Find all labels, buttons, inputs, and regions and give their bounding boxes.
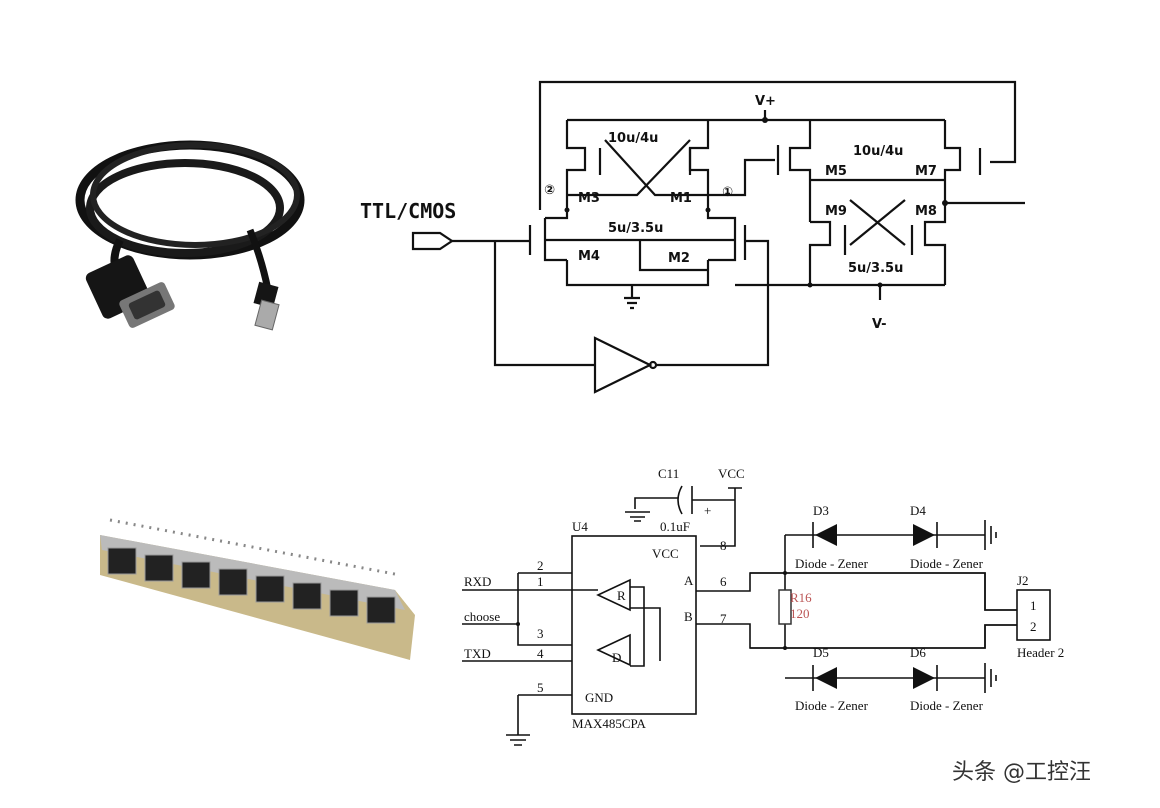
- rj45-port: [181, 561, 211, 589]
- label-m3: M3: [578, 191, 600, 206]
- rs485-schematic: C11 VCC 0.1uF + U4 VCC GND MAX485CPA A B…: [462, 466, 1064, 746]
- rj45-port: [218, 568, 248, 596]
- pin-1: 1: [537, 574, 544, 589]
- label-m8: M8: [915, 204, 937, 219]
- diode-d4: D4: [910, 503, 926, 518]
- diode-type-d4: Diode - Zener: [910, 556, 984, 571]
- diode-d5: D5: [813, 645, 829, 660]
- rj45-port: [144, 554, 174, 582]
- rj45-jack-strip-photo: [100, 518, 415, 660]
- pin-8: 8: [720, 538, 727, 553]
- rj45-port: [329, 589, 359, 617]
- size-upper-left: 10u/4u: [608, 131, 658, 146]
- ic-vcc: VCC: [652, 546, 679, 561]
- pin-6: 6: [720, 574, 727, 589]
- connector-pin-2: 2: [1030, 619, 1037, 634]
- node-1-label: ①: [722, 185, 733, 200]
- label-m4: M4: [578, 249, 600, 264]
- ic-gnd: GND: [585, 690, 613, 705]
- cap-ref: C11: [658, 466, 679, 481]
- pin-2: 2: [537, 558, 544, 573]
- vplus-label: V+: [755, 94, 776, 109]
- vcc-label: VCC: [718, 466, 745, 481]
- ic-part: MAX485CPA: [572, 716, 647, 731]
- size-lower-right: 5u/3.5u: [848, 261, 903, 276]
- resistor-value: 120: [790, 606, 810, 621]
- diode-type-d5: Diode - Zener: [795, 698, 869, 713]
- label-m2: M2: [668, 251, 690, 266]
- label-m9: M9: [825, 204, 847, 219]
- node-2-label: ②: [544, 183, 555, 198]
- connector-ref: J2: [1017, 573, 1029, 588]
- usb-serial-cable-photo: [75, 140, 305, 331]
- vminus-label: V-: [872, 317, 887, 332]
- pin-3: 3: [537, 626, 544, 641]
- label-m1: M1: [670, 191, 692, 206]
- input-label: TTL/CMOS: [360, 199, 456, 223]
- rj45-port: [107, 547, 137, 575]
- signal-choose: choose: [464, 609, 500, 624]
- connector-type: Header 2: [1017, 645, 1064, 660]
- receiver-label: R: [617, 588, 626, 603]
- diode-type-d6: Diode - Zener: [910, 698, 984, 713]
- ic-ref: U4: [572, 519, 588, 534]
- label-m7: M7: [915, 164, 937, 179]
- signal-txd: TXD: [464, 646, 491, 661]
- signal-rxd: RXD: [464, 574, 491, 589]
- rj45-port: [366, 596, 396, 624]
- size-lower-left: 5u/3.5u: [608, 221, 663, 236]
- resistor-ref: R16: [790, 590, 812, 605]
- diode-type-d3: Diode - Zener: [795, 556, 869, 571]
- size-upper-right: 10u/4u: [853, 144, 903, 159]
- level-shifter-schematic: TTL/CMOS V+ V- ② ① 10u/4u 5u/3.5u 10u/4u…: [360, 80, 1025, 394]
- cap-value: 0.1uF: [660, 519, 690, 534]
- connector-pin-1: 1: [1030, 598, 1037, 613]
- cap-plus: +: [704, 503, 711, 518]
- rj45-port: [255, 575, 285, 603]
- pin-7: 7: [720, 611, 727, 626]
- driver-label: D: [612, 650, 621, 665]
- ic-a: A: [684, 573, 694, 588]
- max485-ic: [571, 535, 697, 715]
- pin-5: 5: [537, 680, 544, 695]
- watermark: 头条 @工控汪: [952, 760, 1091, 785]
- label-m5: M5: [825, 164, 847, 179]
- diode-d3: D3: [813, 503, 829, 518]
- diode-d6: D6: [910, 645, 926, 660]
- rj45-port: [292, 582, 322, 610]
- pin-4: 4: [537, 646, 544, 661]
- ic-b: B: [684, 609, 693, 624]
